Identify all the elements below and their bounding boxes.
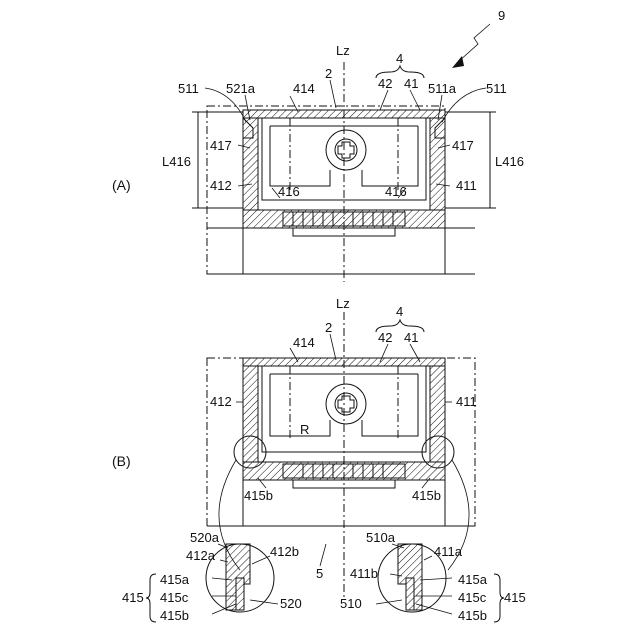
label-511a: 511a <box>428 81 457 96</box>
label-r: R <box>300 422 309 437</box>
label-415b-detail-right: 415b <box>458 608 487 623</box>
label-2-a: 2 <box>325 66 332 81</box>
label-42-b: 42 <box>378 330 392 345</box>
label-411a: 411a <box>434 544 463 559</box>
label-414-b: 414 <box>293 335 315 350</box>
label-412a: 412a <box>186 548 216 563</box>
label-l416-right: L416 <box>495 154 524 169</box>
label-415b-left: 415b <box>244 488 273 503</box>
label-415c-right: 415c <box>458 590 487 605</box>
label-lz-a: Lz <box>336 43 350 58</box>
label-415-left: 415 <box>122 590 144 605</box>
label-4-a: 4 <box>396 51 403 66</box>
label-415-right: 415 <box>504 590 526 605</box>
figure-number: 9 <box>498 8 505 23</box>
left-wall-412-b <box>243 366 258 462</box>
label-415a-right: 415a <box>458 572 488 587</box>
label-417-left: 417 <box>210 138 232 153</box>
screw-a <box>326 130 366 170</box>
label-416-right: 416 <box>385 184 407 199</box>
label-415b-right: 415b <box>412 488 441 503</box>
label-520a: 520a <box>190 530 220 545</box>
panel-b-tag: (B) <box>112 453 131 469</box>
label-411-b: 411 <box>456 394 477 409</box>
label-521a: 521a <box>226 81 256 96</box>
label-l416-left: L416 <box>162 154 191 169</box>
brace-415-right <box>494 574 504 622</box>
label-510a: 510a <box>366 530 396 545</box>
label-5: 5 <box>316 566 323 581</box>
brace-415-left <box>146 574 156 622</box>
label-4-b: 4 <box>396 304 403 319</box>
label-414-a: 414 <box>293 81 315 96</box>
label-511-left: 511 <box>178 81 199 96</box>
label-417-right: 417 <box>452 138 474 153</box>
label-411-a: 411 <box>456 178 477 193</box>
label-520: 520 <box>280 596 302 611</box>
right-wall-411-a <box>430 118 445 210</box>
left-wall-412-a <box>243 118 258 210</box>
panel-a-tag: (A) <box>112 177 131 193</box>
label-415b-detail-left: 415b <box>160 608 189 623</box>
label-lz-b: Lz <box>336 296 350 311</box>
label-41-b: 41 <box>404 330 418 345</box>
label-510: 510 <box>340 596 362 611</box>
label-2-b: 2 <box>325 320 332 335</box>
label-415a-left: 415a <box>160 572 190 587</box>
label-511-right: 511 <box>486 81 507 96</box>
detail-left <box>206 544 278 614</box>
panel-a <box>192 24 496 282</box>
label-412b: 412b <box>270 544 299 559</box>
right-wall-411-b <box>430 366 445 462</box>
label-412-b: 412 <box>210 394 232 409</box>
label-42-a: 42 <box>378 76 392 91</box>
screw-b <box>326 384 366 424</box>
label-411b: 411b <box>350 566 378 581</box>
label-412-a: 412 <box>210 178 232 193</box>
label-41-a: 41 <box>404 76 418 91</box>
label-415c-left: 415c <box>160 590 189 605</box>
label-416-left: 416 <box>278 184 300 199</box>
